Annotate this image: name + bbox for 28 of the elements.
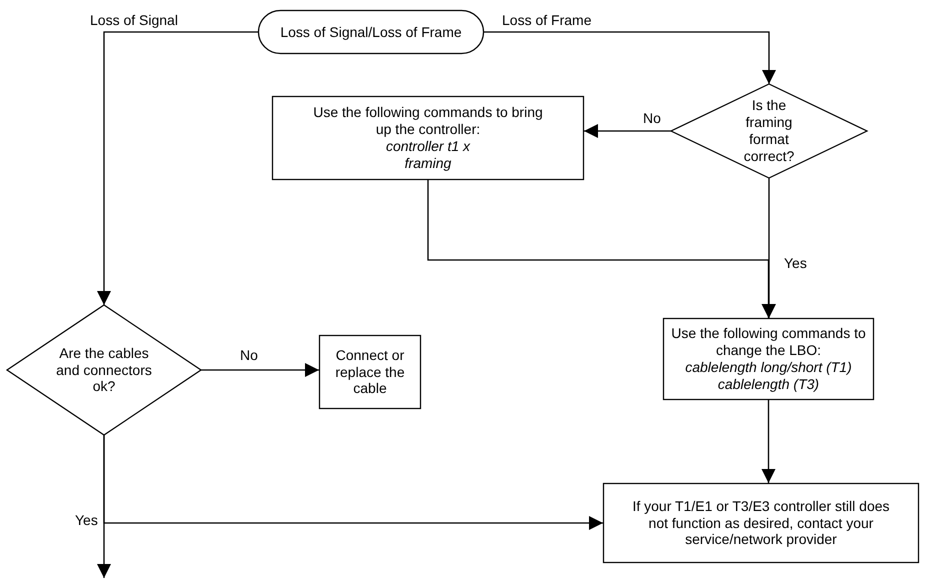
decision-diamond [671, 84, 867, 178]
command-text: cablelength long/short (T1) cablelength (T3) [684, 359, 853, 393]
edge-label: Yes [782, 255, 809, 271]
edge-label: Yes [73, 512, 100, 528]
node-text: Are the cables and connectors ok? [55, 344, 153, 396]
edge-label: No [641, 110, 663, 126]
arrow [484, 31, 776, 84]
node-text: Use the following commands to bring up the controller: [312, 104, 544, 138]
command-text: controller t1 x framing [384, 138, 472, 172]
edge-label: No [238, 347, 260, 363]
terminal-shape [258, 10, 484, 54]
process-box [272, 96, 584, 180]
node-text: Connect or replace the cable [334, 346, 406, 398]
arrow [584, 124, 671, 138]
arrow [762, 400, 776, 483]
node-text: Is the framing format correct? [742, 97, 796, 165]
arrow [201, 363, 319, 377]
arrow [97, 435, 111, 578]
process-box [663, 318, 874, 400]
edge-label: Loss of Frame [500, 12, 594, 28]
edge-label: Loss of Signal [88, 12, 180, 28]
node-text: If your T1/E1 or T3/E3 controller still does not function as desired, contact your service/network provider [631, 498, 891, 548]
arrow [97, 31, 258, 305]
node-text: Use the following commands to change the LBO: [670, 325, 867, 359]
process-box [603, 483, 919, 563]
node-text: Loss of Signal/Loss of Frame [280, 24, 462, 40]
process-box [319, 335, 421, 409]
decision-diamond [7, 305, 201, 435]
